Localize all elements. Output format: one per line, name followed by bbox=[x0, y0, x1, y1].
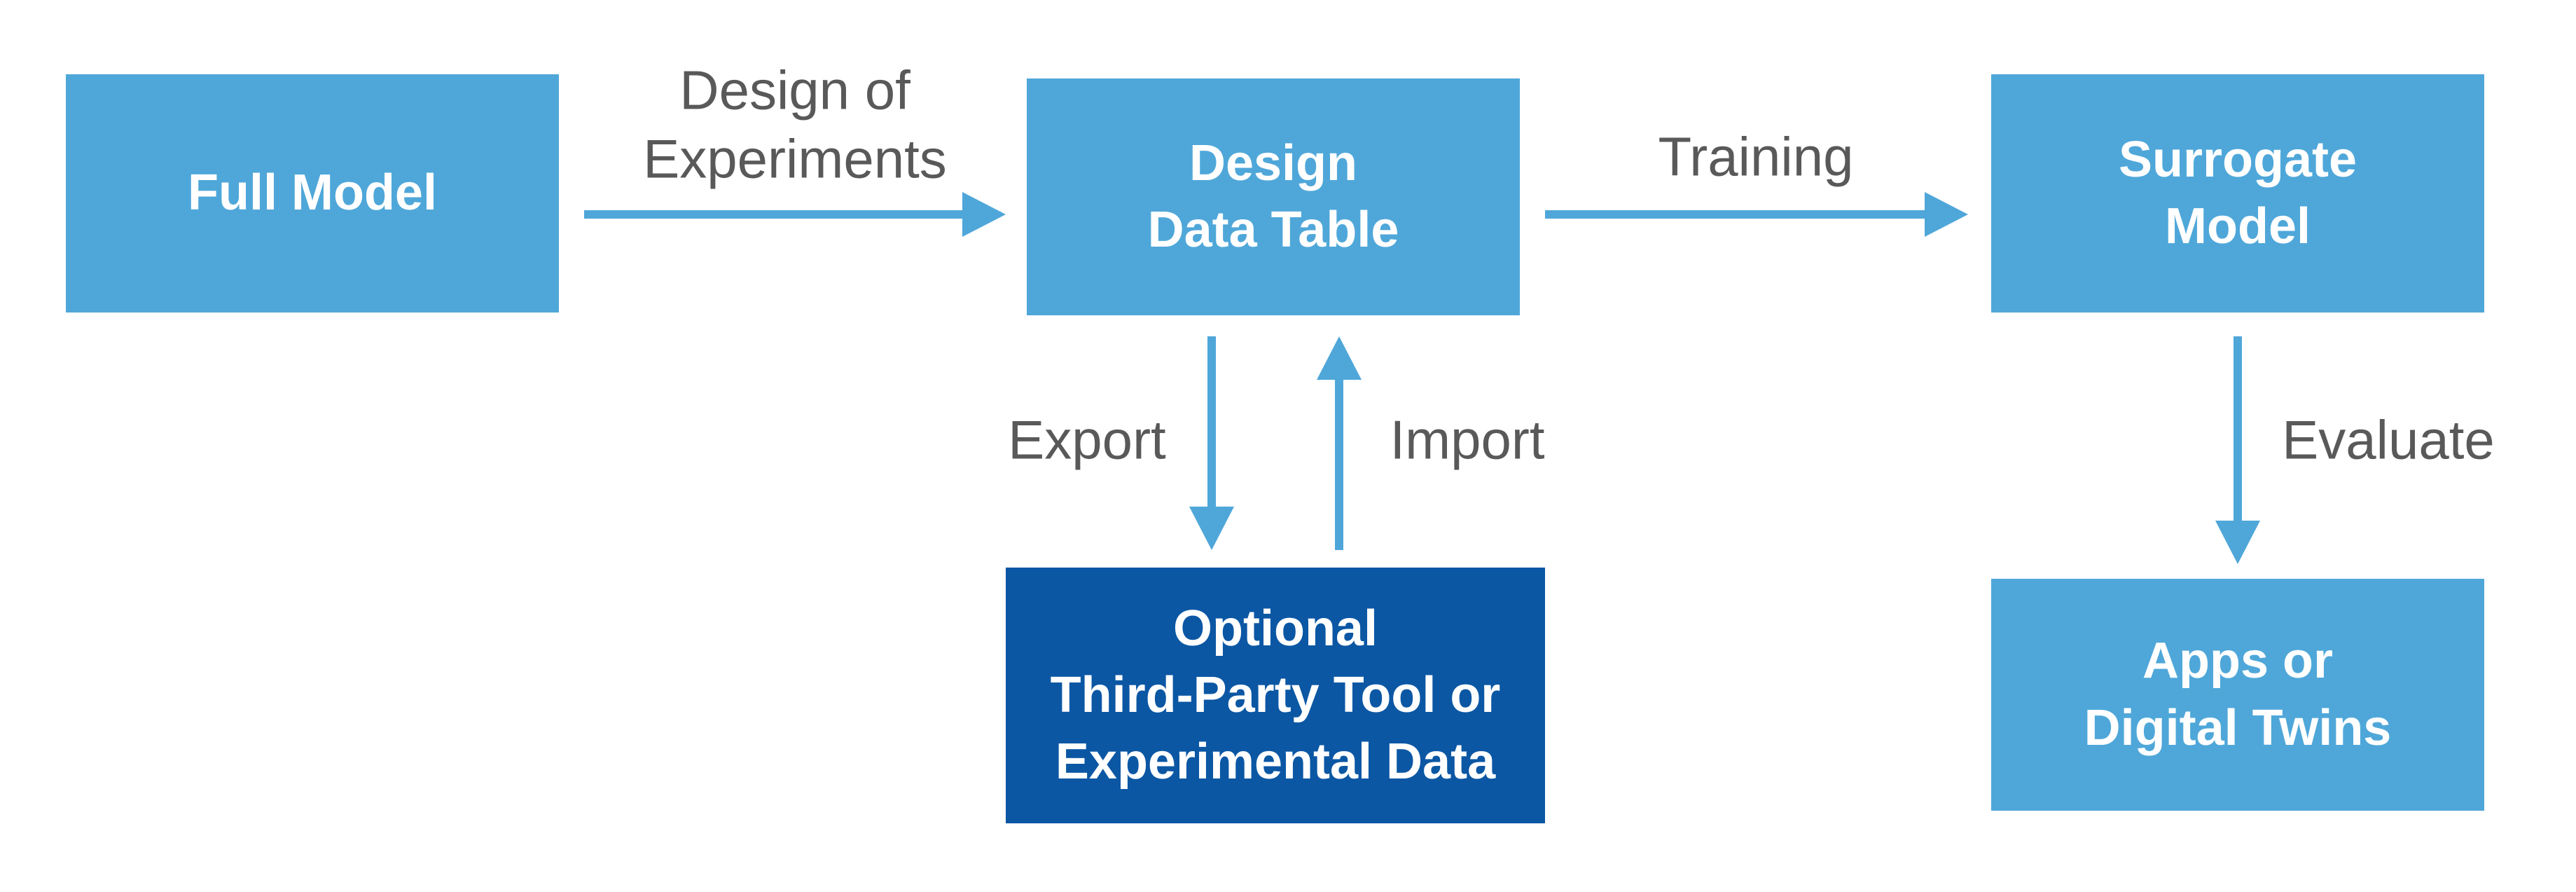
node-apps-digital-twins: Apps or Digital Twins bbox=[1991, 579, 2484, 811]
arrow-shaft bbox=[584, 210, 964, 219]
node-surrogate-model-label: Surrogate Model bbox=[2118, 131, 2357, 254]
label-import: Import bbox=[1390, 409, 1545, 471]
arrow-head bbox=[1189, 507, 1234, 550]
arrow-shaft bbox=[1335, 378, 1343, 550]
arrow-head bbox=[962, 192, 1006, 237]
arrow-head bbox=[1925, 192, 1968, 237]
arrow-shaft bbox=[2234, 336, 2242, 522]
arrow-head bbox=[2215, 521, 2260, 564]
label-export: Export bbox=[1008, 409, 1166, 471]
node-design-data-table-label: Design Data Table bbox=[1147, 135, 1399, 258]
arrow-shaft bbox=[1545, 210, 1925, 219]
arrow-head bbox=[1317, 336, 1362, 380]
node-surrogate-model: Surrogate Model bbox=[1991, 74, 2484, 313]
node-optional-third-party: Optional Third-Party Tool or Experimenta… bbox=[1006, 568, 1545, 823]
node-apps-digital-twins-label: Apps or Digital Twins bbox=[2084, 633, 2392, 756]
node-optional-third-party-label: Optional Third-Party Tool or Experimenta… bbox=[1050, 600, 1501, 790]
arrow-shaft bbox=[1207, 336, 1216, 508]
label-evaluate: Evaluate bbox=[2282, 409, 2495, 471]
node-design-data-table: Design Data Table bbox=[1027, 78, 1520, 315]
node-full-model-label: Full Model bbox=[188, 165, 437, 221]
label-training: Training bbox=[1658, 125, 1854, 188]
label-design-of-experiments: Design of Experiments bbox=[643, 59, 947, 190]
node-full-model: Full Model bbox=[66, 74, 559, 313]
